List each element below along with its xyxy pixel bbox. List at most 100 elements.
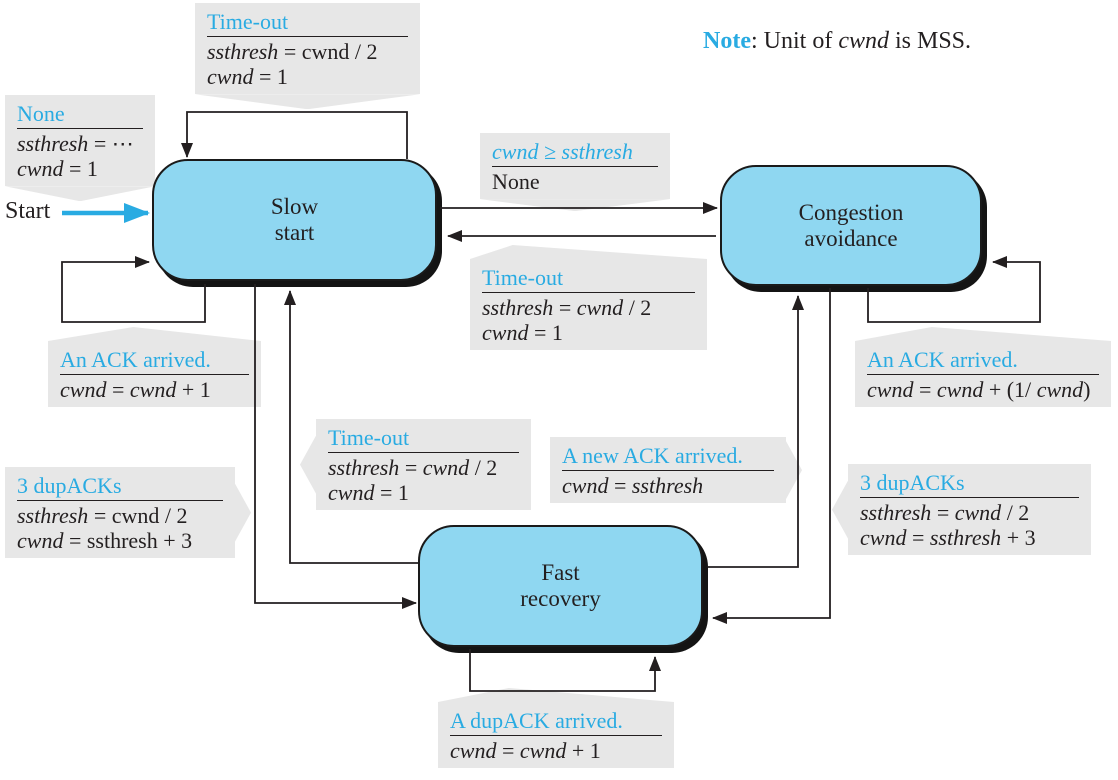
text-segment: cwnd xyxy=(576,295,624,321)
text-segment: = xyxy=(608,473,632,499)
label-title: Time-out xyxy=(207,9,408,38)
label-start-none: None ssthresh = ⋯ cwnd = 1 xyxy=(5,95,155,202)
label-formula: cwnd = cwnd + 1 xyxy=(60,377,249,402)
text-segment: cwnd xyxy=(328,480,375,506)
text-segment: cwnd xyxy=(60,377,107,403)
text-segment: cwnd xyxy=(207,64,254,90)
text-segment: cwnd xyxy=(450,738,497,764)
text-segment: cwnd xyxy=(936,377,984,403)
label-formula: ssthresh = cwnd / 2 xyxy=(17,503,223,528)
text-segment: ssthresh xyxy=(17,131,89,157)
label-title: cwnd ≥ ssthresh xyxy=(492,139,658,168)
text-segment: + 1 xyxy=(566,738,601,764)
callout-notch xyxy=(300,435,316,494)
text-segment: ssthresh xyxy=(207,39,279,65)
label-formula: cwnd = 1 xyxy=(207,64,408,89)
text-segment: None xyxy=(492,169,540,195)
text-segment: = xyxy=(913,377,937,403)
start-label: Start xyxy=(5,198,51,224)
arrow-fr-self-dupack xyxy=(469,649,661,692)
label-title: 3 dupACKs xyxy=(17,473,223,502)
text-segment: cwnd xyxy=(129,377,177,403)
label-formula: ssthresh = cwnd / 2 xyxy=(482,295,695,320)
text-segment: cwnd xyxy=(17,156,64,182)
text-segment: ssthresh xyxy=(17,503,89,529)
text-segment: cwnd xyxy=(867,377,914,403)
text-segment: cwnd xyxy=(1036,377,1084,403)
text-segment: = ⋯ xyxy=(88,131,134,157)
text-segment: = xyxy=(496,738,520,764)
state-congestion-avoidance: Congestion avoidance xyxy=(720,165,982,286)
label-3dupacks-ca-to-fr: 3 dupACKs ssthresh = cwnd / 2 cwnd = sst… xyxy=(832,464,1091,556)
label-formula: cwnd = ssthresh xyxy=(562,473,774,498)
label-formula: cwnd = 1 xyxy=(328,480,519,505)
callout-notch xyxy=(786,441,802,500)
label-formula: None xyxy=(492,169,658,194)
text-segment: + (1/ xyxy=(983,377,1037,403)
label-title: Time-out xyxy=(328,425,519,454)
text-segment: + 1 xyxy=(176,377,211,403)
text-segment: cwnd xyxy=(838,28,889,54)
text-segment: cwnd xyxy=(519,738,567,764)
label-formula: cwnd = ssthresh + 3 xyxy=(860,525,1079,550)
label-ack-arrived-ss-self: An ACK arrived. cwnd = cwnd + 1 xyxy=(48,327,261,408)
callout-notch xyxy=(235,483,251,542)
label-timeout-fr-to-ss: Time-out ssthresh = cwnd / 2 cwnd = 1 xyxy=(300,419,531,511)
callout-notch xyxy=(470,245,707,259)
text-segment: ssthresh xyxy=(860,500,932,526)
callout-notch xyxy=(832,480,848,539)
state-congestion-avoidance-line2: avoidance xyxy=(804,225,898,251)
text-segment: : Unit of xyxy=(750,28,839,54)
text-segment: ssthresh xyxy=(328,455,400,481)
text-segment: / 2 xyxy=(469,455,498,481)
label-cwnd-ge-ssthresh: cwnd ≥ ssthresh None xyxy=(480,133,670,212)
text-segment: / 2 xyxy=(623,295,652,321)
label-formula: cwnd = ssthresh + 3 xyxy=(17,528,223,553)
text-segment: cwnd xyxy=(17,528,64,554)
callout-notch xyxy=(48,327,261,341)
label-title: A new ACK arrived. xyxy=(562,443,774,472)
label-new-ack-fr-to-ca: A new ACK arrived. cwnd = ssthresh xyxy=(550,437,802,504)
callout-notch xyxy=(438,688,674,702)
text-segment: = 1 xyxy=(374,480,409,506)
text-segment: = xyxy=(931,500,955,526)
text-segment: cwnd xyxy=(860,525,907,551)
text-segment: Note xyxy=(703,28,751,54)
text-segment: cwnd xyxy=(482,320,529,346)
callout-notch xyxy=(195,94,420,110)
callout-notch xyxy=(480,199,670,212)
text-segment: = xyxy=(906,525,930,551)
label-3dupacks-ss-to-fr: 3 dupACKs ssthresh = cwnd / 2 cwnd = sst… xyxy=(5,467,251,559)
text-segment: = xyxy=(553,295,577,321)
text-segment: is MSS. xyxy=(888,28,972,54)
label-timeout-slowstart-self: Time-out ssthresh = cwnd / 2 cwnd = 1 xyxy=(195,3,420,110)
label-formula: ssthresh = ⋯ xyxy=(17,131,143,156)
label-formula: cwnd = cwnd + 1 xyxy=(450,738,662,763)
label-title: 3 dupACKs xyxy=(860,470,1079,499)
state-fast-recovery: Fast recovery xyxy=(418,525,703,647)
text-segment: = xyxy=(399,455,423,481)
text-segment: ssthresh xyxy=(631,473,704,499)
text-segment: ssthresh xyxy=(929,525,1002,551)
text-segment: = 1 xyxy=(253,64,288,90)
text-segment: cwnd xyxy=(422,455,470,481)
state-congestion-avoidance-line1: Congestion xyxy=(798,199,904,225)
state-slow-start: Slow start xyxy=(152,159,437,281)
text-segment: = 1 xyxy=(528,320,563,346)
arrow-fr-to-ca xyxy=(708,295,804,568)
text-segment: = cwnd / 2 xyxy=(88,503,188,529)
label-title: A dupACK arrived. xyxy=(450,708,662,737)
state-fast-recovery-line2: recovery xyxy=(520,586,601,611)
text-segment: = cwnd / 2 xyxy=(278,39,378,65)
note-text: Note: Unit of cwnd is MSS. xyxy=(703,28,971,55)
text-segment: = 1 xyxy=(63,156,98,182)
label-dupack-fr-self: A dupACK arrived. cwnd = cwnd + 1 xyxy=(438,688,674,769)
label-title: An ACK arrived. xyxy=(60,347,249,376)
label-formula: cwnd = cwnd + (1/ cwnd) xyxy=(867,377,1099,402)
callout-notch xyxy=(855,327,1111,341)
text-segment: cwnd xyxy=(954,500,1002,526)
text-segment: ssthresh xyxy=(482,295,554,321)
label-formula: ssthresh = cwnd / 2 xyxy=(860,500,1079,525)
state-slow-start-line1: Slow xyxy=(270,194,319,220)
